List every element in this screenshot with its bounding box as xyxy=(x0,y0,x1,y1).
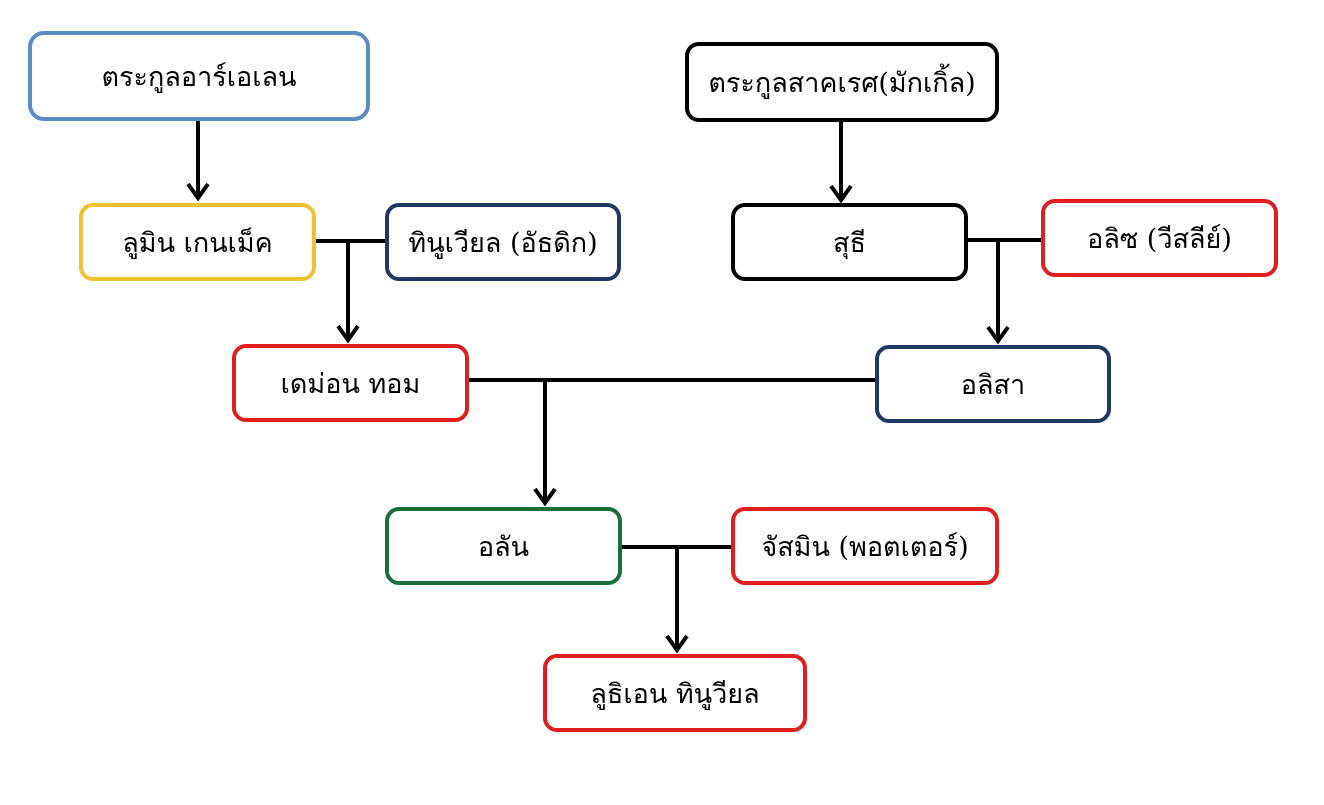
node-label: เดม่อน ทอม xyxy=(280,368,421,400)
node-alan: อลัน xyxy=(385,507,622,585)
node-label: อลัน xyxy=(477,531,530,563)
node-damon: เดม่อน ทอม xyxy=(232,344,469,422)
node-label: จัสมิน (พอตเตอร์) xyxy=(761,531,969,563)
arrowhead-lumin xyxy=(186,182,210,202)
node-sackaret-family: ตระกูลสาคเรศ(มักเกิ้ล) xyxy=(685,42,999,122)
node-alisa: อลิสา xyxy=(875,345,1111,423)
arrowhead-alisa xyxy=(986,325,1010,345)
node-suthi: สุธี xyxy=(731,203,968,281)
node-jasmin: จัสมิน (พอตเตอร์) xyxy=(731,507,999,585)
node-label: ทินูเวียล (อัธดิก) xyxy=(408,227,598,259)
node-label: สุธี xyxy=(833,227,866,259)
node-luthien: ลูธิเอน ทินูวียล xyxy=(543,654,807,732)
arrowhead-damon xyxy=(336,324,360,344)
arrowhead-alan xyxy=(533,487,557,507)
node-tinuviel-ad: ทินูเวียล (อัธดิก) xyxy=(385,203,621,281)
node-label: ลูมิน เกนเม็ค xyxy=(122,227,273,259)
node-label: ลูธิเอน ทินูวียล xyxy=(590,678,760,710)
node-lumin: ลูมิน เกนเม็ค xyxy=(79,203,316,281)
node-alice-weasley: อลิซ (วีสลีย์) xyxy=(1041,199,1278,277)
node-label: ตระกูลสาคเรศ(มักเกิ้ล) xyxy=(708,67,976,99)
node-arlen-family: ตระกูลอาร์เอเลน xyxy=(28,31,370,121)
node-label: ตระกูลอาร์เอเลน xyxy=(101,61,297,93)
node-label: อลิสา xyxy=(960,369,1026,401)
arrowhead-suthi xyxy=(829,184,853,204)
node-label: อลิซ (วีสลีย์) xyxy=(1087,223,1232,255)
arrowhead-luthien xyxy=(665,634,689,654)
